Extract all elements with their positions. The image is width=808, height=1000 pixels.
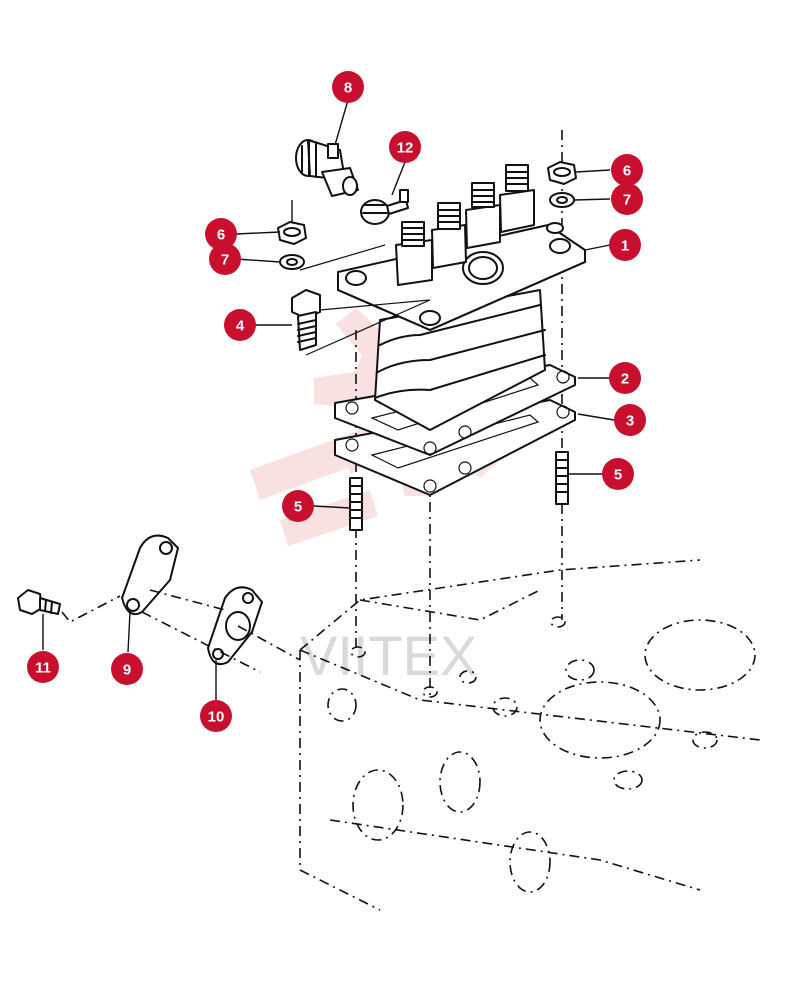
svg-text:1: 1: [621, 238, 629, 255]
nut-left: [277, 200, 307, 245]
callout-1: 1: [609, 229, 641, 261]
bolt: [291, 244, 431, 356]
svg-text:7: 7: [623, 192, 631, 209]
injection-pump-body: [337, 164, 586, 431]
nut-right: [547, 161, 577, 185]
cover-gasket: [207, 586, 263, 666]
svg-text:11: 11: [35, 660, 51, 677]
stud-left: [349, 477, 363, 531]
svg-text:6: 6: [623, 163, 631, 180]
callout-5-left: 5: [282, 490, 314, 522]
callout-10: 10: [200, 700, 232, 732]
svg-text:7: 7: [221, 252, 229, 269]
svg-text:10: 10: [208, 709, 225, 726]
stud-right: [555, 451, 569, 505]
callout-6-right: 6: [611, 154, 643, 186]
gasket-lower: [334, 399, 576, 496]
callout-9: 9: [111, 653, 143, 685]
callout-7-right: 7: [611, 183, 643, 215]
svg-text:9: 9: [123, 662, 131, 679]
callout-3: 3: [614, 404, 646, 436]
svg-text:5: 5: [614, 467, 622, 484]
cover-plate: [121, 534, 179, 616]
engine-block: [299, 559, 761, 911]
knob-fitting: [295, 139, 359, 197]
delivery-valve-holders: [395, 164, 535, 286]
svg-text:6: 6: [217, 227, 225, 244]
callout-12: 12: [389, 131, 421, 163]
callout-5-right: 5: [602, 458, 634, 490]
svg-text:4: 4: [236, 318, 245, 335]
leader-lines: [42, 99, 615, 700]
washer-left: [279, 254, 305, 270]
screw: [17, 589, 61, 615]
callout-8: 8: [332, 71, 364, 103]
callout-6-left: 6: [205, 218, 237, 250]
svg-text:3: 3: [626, 413, 634, 430]
banjo-fitting: [360, 189, 409, 225]
svg-text:12: 12: [397, 140, 414, 157]
svg-text:5: 5: [294, 499, 302, 516]
washer-right: [549, 192, 575, 208]
callout-7-left: 7: [209, 243, 241, 275]
cover-alignment-lines: [61, 589, 301, 673]
callout-11: 11: [27, 651, 59, 683]
callout-2: 2: [609, 362, 641, 394]
watermark-text: VIITEX: [300, 624, 477, 687]
svg-text:2: 2: [621, 371, 629, 388]
callout-4: 4: [224, 309, 256, 341]
svg-text:8: 8: [344, 80, 352, 97]
